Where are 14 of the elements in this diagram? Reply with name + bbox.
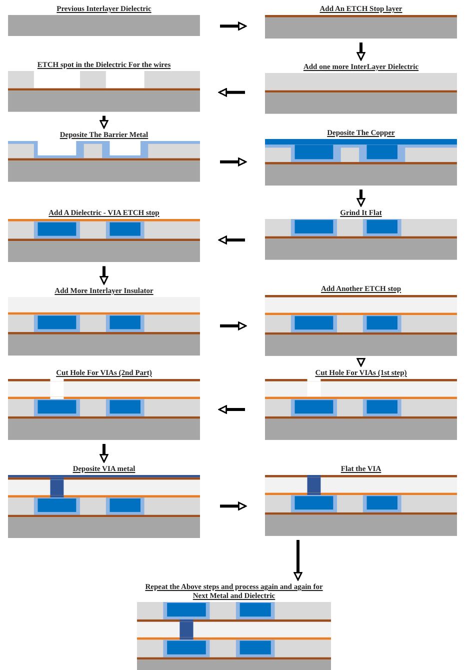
arrow	[356, 190, 366, 207]
arrow	[294, 540, 302, 581]
arrow	[218, 88, 245, 97]
arrow	[100, 266, 108, 285]
arrow	[220, 158, 247, 166]
arrow	[218, 236, 245, 244]
arrow	[220, 322, 247, 330]
arrow	[356, 358, 366, 367]
arrow	[218, 405, 245, 414]
arrow	[100, 116, 108, 129]
arrow	[100, 444, 108, 463]
arrow	[220, 502, 247, 510]
arrow	[220, 22, 247, 30]
arrow	[356, 42, 366, 61]
